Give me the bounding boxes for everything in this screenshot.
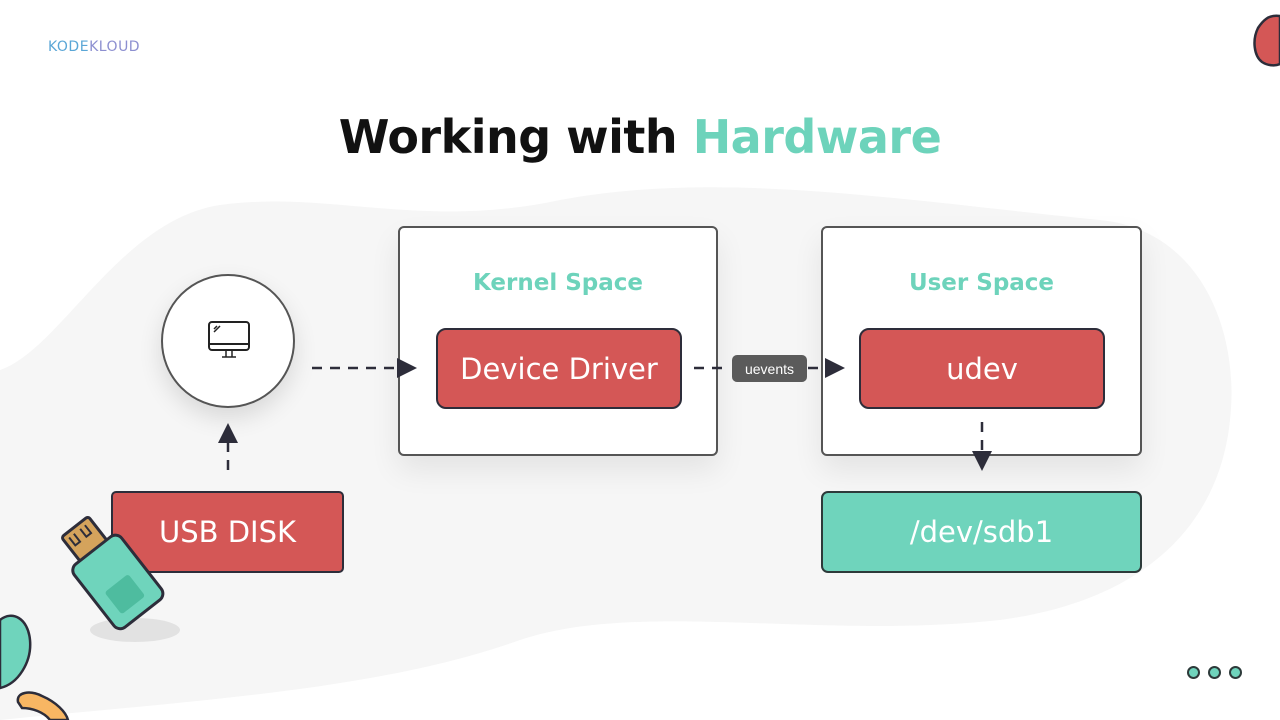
monitor-icon (208, 321, 250, 358)
logo-part-1: KODE (48, 39, 90, 55)
dot (1229, 666, 1242, 679)
blob-bottom-left-orange (16, 691, 70, 720)
kodekloud-logo: KODEKLOUD (48, 39, 140, 55)
blob-top-right (1253, 14, 1280, 67)
logo-part-2: KLOUD (89, 39, 141, 55)
udev-box: udev (859, 328, 1105, 409)
title-highlight: Hardware (692, 110, 942, 164)
device-file-box: /dev/sdb1 (821, 491, 1142, 573)
kernel-space-panel: Kernel Space Device Driver (398, 226, 718, 456)
computer-node (161, 274, 295, 408)
title-main: Working with (338, 110, 693, 164)
blob-bottom-left-green (0, 614, 32, 690)
usb-disk-box: USB DISK (111, 491, 344, 573)
more-dots-icon (1187, 666, 1242, 679)
kernel-space-title: Kernel Space (472, 270, 643, 296)
dot (1187, 666, 1200, 679)
uevents-label: uevents (732, 355, 807, 382)
dot (1208, 666, 1221, 679)
page-title: Working with Hardware (0, 110, 1280, 164)
user-space-title: User Space (908, 270, 1055, 296)
device-driver-box: Device Driver (436, 328, 682, 409)
user-space-panel: User Space udev (821, 226, 1142, 456)
usb-drive-icon (61, 516, 180, 642)
